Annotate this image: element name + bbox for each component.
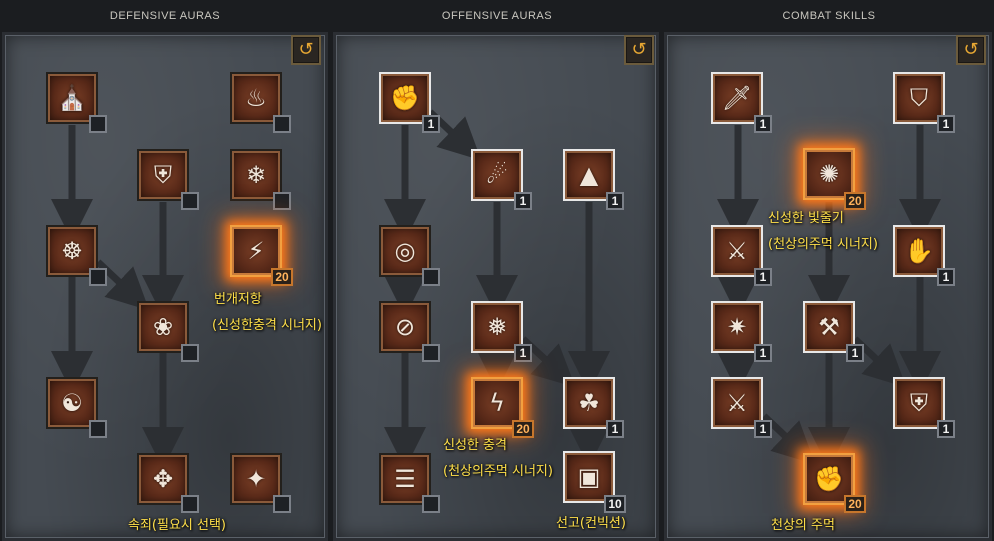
skill-points-value: 1 <box>422 115 440 133</box>
conviction-icon: ▣ <box>577 463 601 491</box>
skill-resist-cold[interactable]: ❄ <box>230 149 282 201</box>
meditation-icon: ☯ <box>61 389 83 417</box>
skill-points-value: 1 <box>606 192 624 210</box>
sanctuary-icon: ☘ <box>578 389 600 417</box>
holy-shock-icon: ϟ <box>489 389 505 417</box>
resist-lightning-icon: ⚡ <box>247 237 265 265</box>
fanaticism-icon: ☰ <box>394 465 416 493</box>
reset-offensive-button[interactable]: ↺ <box>624 35 654 65</box>
skill-holy-shield[interactable]: ⛨ <box>893 377 945 429</box>
label-holy-shock: 신성한 충격 <box>443 438 507 453</box>
sacrifice-icon: 🗡 <box>721 84 753 112</box>
label-resist-lightning-note: (신성한충격 시너지) <box>212 318 322 333</box>
salvation-icon: ✦ <box>245 465 267 493</box>
skill-points-value: 1 <box>937 115 955 133</box>
vengeance-icon: ✷ <box>726 313 748 341</box>
might-icon: ✊ <box>390 84 420 112</box>
skill-points-box <box>89 420 107 438</box>
skill-resist-fire[interactable]: ♨ <box>230 72 282 124</box>
skill-points-value: 1 <box>606 420 624 438</box>
tab-combat-skills[interactable]: COMBAT SKILLS <box>782 10 876 22</box>
resist-cold-icon: ❄ <box>245 161 267 189</box>
skill-holy-bolt[interactable]: ✺ <box>803 148 855 200</box>
skill-points-value: 20 <box>844 495 866 513</box>
defiance-icon: ⛨ <box>154 161 172 189</box>
holy-bolt-icon: ✺ <box>818 160 840 188</box>
skill-holy-shock[interactable]: ϟ <box>471 377 523 429</box>
skill-points-value: 10 <box>604 495 626 513</box>
skill-points-box <box>422 495 440 513</box>
skill-points-value: 1 <box>937 268 955 286</box>
skill-points-value: 1 <box>754 420 772 438</box>
skill-points-box <box>273 115 291 133</box>
skill-points-value: 20 <box>271 268 293 286</box>
blessed-aim-icon: ◎ <box>394 237 416 265</box>
skill-vengeance[interactable]: ✷ <box>711 301 763 353</box>
skill-conviction[interactable]: ▣ <box>563 451 615 503</box>
skill-points-box <box>273 495 291 513</box>
skill-holy-fire[interactable]: ☄ <box>471 149 523 201</box>
redemption-icon: ✥ <box>152 465 174 493</box>
holy-freeze-icon: ❅ <box>486 313 508 341</box>
tab-defensive-auras[interactable]: DEFENSIVE AURAS <box>109 10 221 22</box>
skill-smite[interactable]: ⛉ <box>893 72 945 124</box>
label-holy-shock-note: (천상의주먹 시너지) <box>443 464 553 479</box>
tab-offensive-auras[interactable]: OFFENSIVE AURAS <box>441 10 553 22</box>
label-conviction: 선고(컨빅션) <box>556 516 626 531</box>
zeal-icon: ⚔ <box>726 237 748 265</box>
skill-meditation[interactable]: ☯ <box>46 377 98 429</box>
skill-points-value: 1 <box>846 344 864 362</box>
skill-points-value: 1 <box>514 344 532 362</box>
skill-points-box <box>181 495 199 513</box>
vigor-icon: ❀ <box>152 313 174 341</box>
skill-points-box <box>89 115 107 133</box>
skill-might[interactable]: ✊ <box>379 72 431 124</box>
label-fist-of-heavens: 천상의 주먹 <box>771 518 835 533</box>
skill-points-value: 1 <box>514 192 532 210</box>
prayer-icon: ⛪ <box>57 84 87 112</box>
holy-fire-icon: ☄ <box>486 161 508 189</box>
thorns-icon: ▲ <box>579 161 599 189</box>
concentration-icon: ⊘ <box>394 313 416 341</box>
label-resist-lightning: 번개저항 <box>214 292 262 307</box>
label-salvation: 속죄(필요시 선택) <box>128 518 226 533</box>
skill-redemption[interactable]: ✥ <box>137 453 189 505</box>
skill-points-value: 1 <box>754 115 772 133</box>
skill-points-value: 1 <box>754 344 772 362</box>
charge-icon: ✋ <box>904 237 934 265</box>
label-holy-bolt-note: (천상의주먹 시너지) <box>768 237 878 252</box>
skill-points-value: 20 <box>844 192 866 210</box>
skill-defiance[interactable]: ⛨ <box>137 149 189 201</box>
reset-combat-button[interactable]: ↺ <box>956 35 986 65</box>
skill-points-box <box>422 344 440 362</box>
skill-points-box <box>181 192 199 210</box>
conversion-icon: ⚔ <box>726 389 748 417</box>
reset-defensive-button[interactable]: ↺ <box>291 35 321 65</box>
skill-points-value: 20 <box>512 420 534 438</box>
fist-of-heavens-icon: ✊ <box>814 465 844 493</box>
blessed-hammer-icon: ⚒ <box>818 313 840 341</box>
skill-charge[interactable]: ✋ <box>893 225 945 277</box>
skill-points-value: 1 <box>754 268 772 286</box>
holy-shield-icon: ⛨ <box>910 389 928 417</box>
resist-fire-icon: ♨ <box>245 84 267 112</box>
skill-points-box <box>273 192 291 210</box>
skill-points-box <box>181 344 199 362</box>
skill-vigor[interactable]: ❀ <box>137 301 189 353</box>
skill-points-box <box>89 268 107 286</box>
label-holy-bolt: 신성한 빛줄기 <box>768 211 844 226</box>
smite-icon: ⛉ <box>910 84 928 112</box>
skill-points-box <box>422 268 440 286</box>
cleansing-icon: ☸ <box>61 237 83 265</box>
skill-points-value: 1 <box>937 420 955 438</box>
